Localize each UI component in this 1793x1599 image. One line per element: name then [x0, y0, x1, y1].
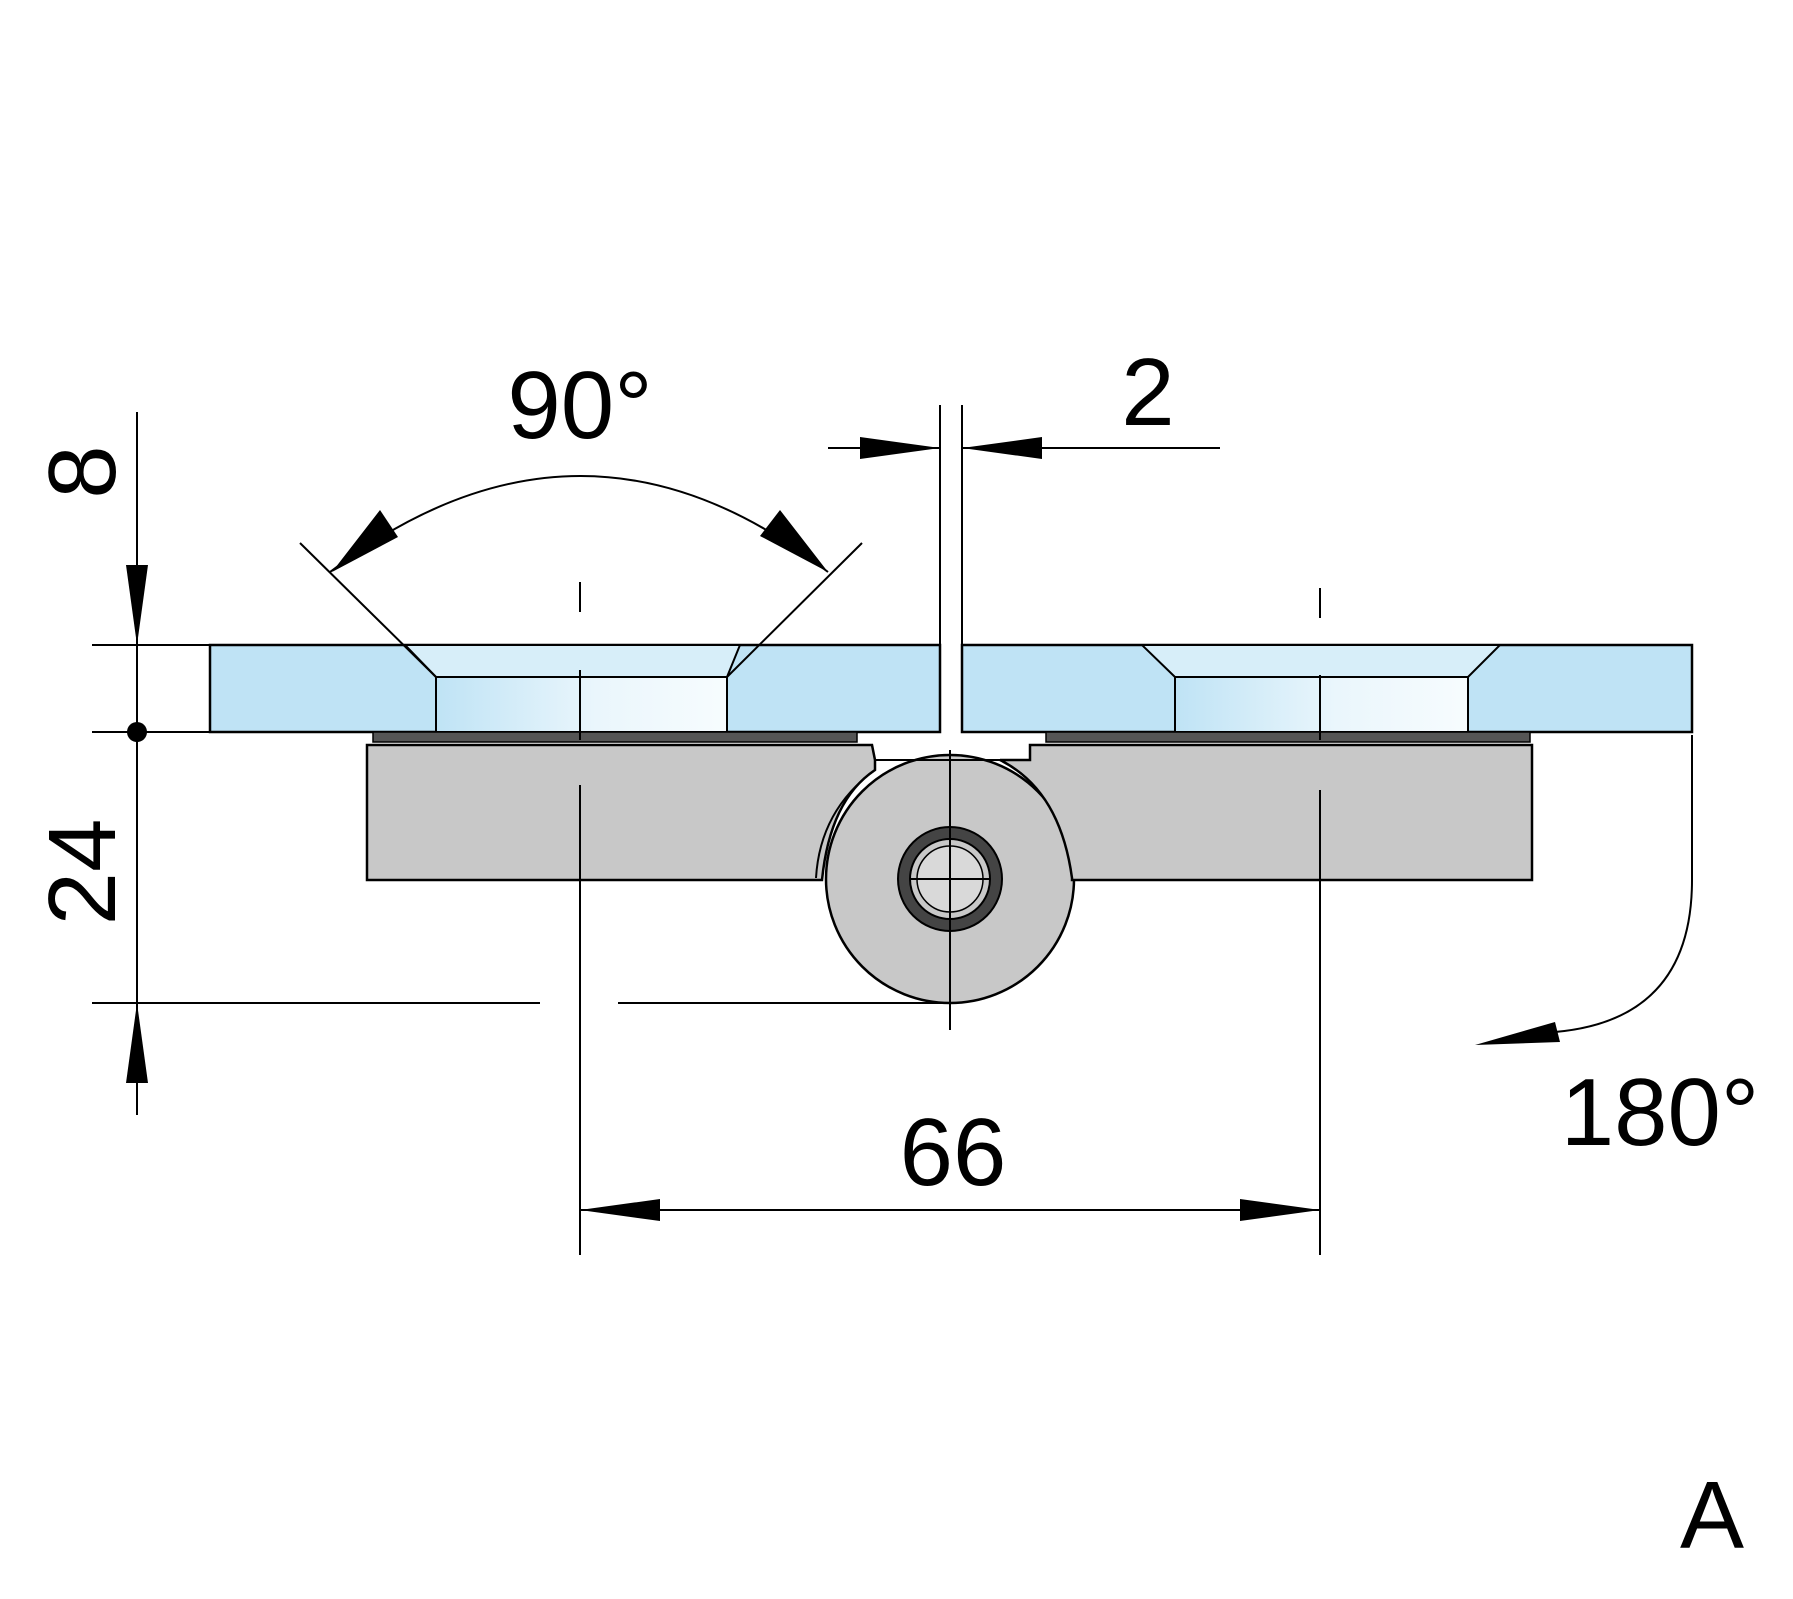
gasket-right: [1045, 731, 1531, 743]
vertical-dimensions: [92, 412, 948, 1115]
hole-spacing-label: 66: [900, 1099, 1007, 1206]
hole-spacing-dimension: [580, 1199, 1320, 1221]
gap-dimension: [828, 405, 1220, 645]
rotation-label: 180°: [1561, 1059, 1760, 1166]
glass-panel-left: [208, 643, 942, 734]
centre-lines: [579, 582, 1321, 1255]
view-label: A: [1680, 1462, 1744, 1569]
gasket-left: [372, 731, 858, 743]
countersink-angle-label: 90°: [507, 352, 652, 459]
gap-label: 2: [1121, 339, 1174, 446]
glass-panel-right: [960, 643, 1694, 734]
glass-height-label: 8: [29, 445, 136, 498]
rotation-arrow: [1475, 735, 1693, 1045]
countersink-angle-dimension: [299, 475, 863, 678]
total-height-label: 24: [29, 819, 136, 926]
